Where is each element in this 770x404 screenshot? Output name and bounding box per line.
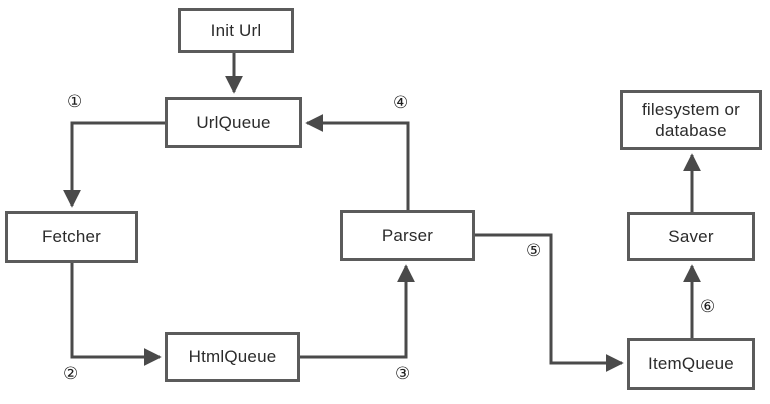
step-marker-6: ⑥ — [700, 297, 716, 317]
edge-url-queue-to-fetcher — [63, 121, 165, 208]
node-fetcher-label: Fetcher — [41, 227, 102, 247]
node-saver-label: Saver — [668, 226, 714, 246]
step-marker-1: ① — [67, 92, 83, 112]
node-item-queue-label: ItemQueue — [648, 354, 734, 374]
step-marker-4: ④ — [393, 93, 409, 113]
node-url-queue-label: UrlQueue — [196, 112, 271, 132]
node-storage[interactable]: filesystem or database — [620, 90, 762, 150]
step-marker-5: ⑤ — [526, 241, 542, 261]
node-init-url[interactable]: Init Url — [178, 8, 294, 53]
node-html-queue-label: HtmlQueue — [188, 347, 277, 367]
node-url-queue[interactable]: UrlQueue — [165, 97, 302, 148]
node-saver[interactable]: Saver — [627, 212, 755, 261]
node-fetcher[interactable]: Fetcher — [5, 211, 138, 263]
edge-html-queue-to-parser — [300, 264, 415, 359]
node-parser-label: Parser — [381, 225, 434, 245]
node-item-queue[interactable]: ItemQueue — [627, 338, 755, 390]
edge-parser-to-item-queue — [475, 233, 624, 372]
node-storage-label: filesystem or database — [641, 99, 740, 140]
edge-parser-to-url-queue — [305, 114, 410, 210]
step-marker-2: ② — [63, 364, 79, 384]
node-init-url-label: Init Url — [210, 20, 262, 40]
edge-fetcher-to-html-queue — [70, 263, 162, 366]
node-html-queue[interactable]: HtmlQueue — [165, 332, 300, 382]
step-marker-3: ③ — [395, 364, 411, 384]
node-parser[interactable]: Parser — [340, 210, 475, 261]
